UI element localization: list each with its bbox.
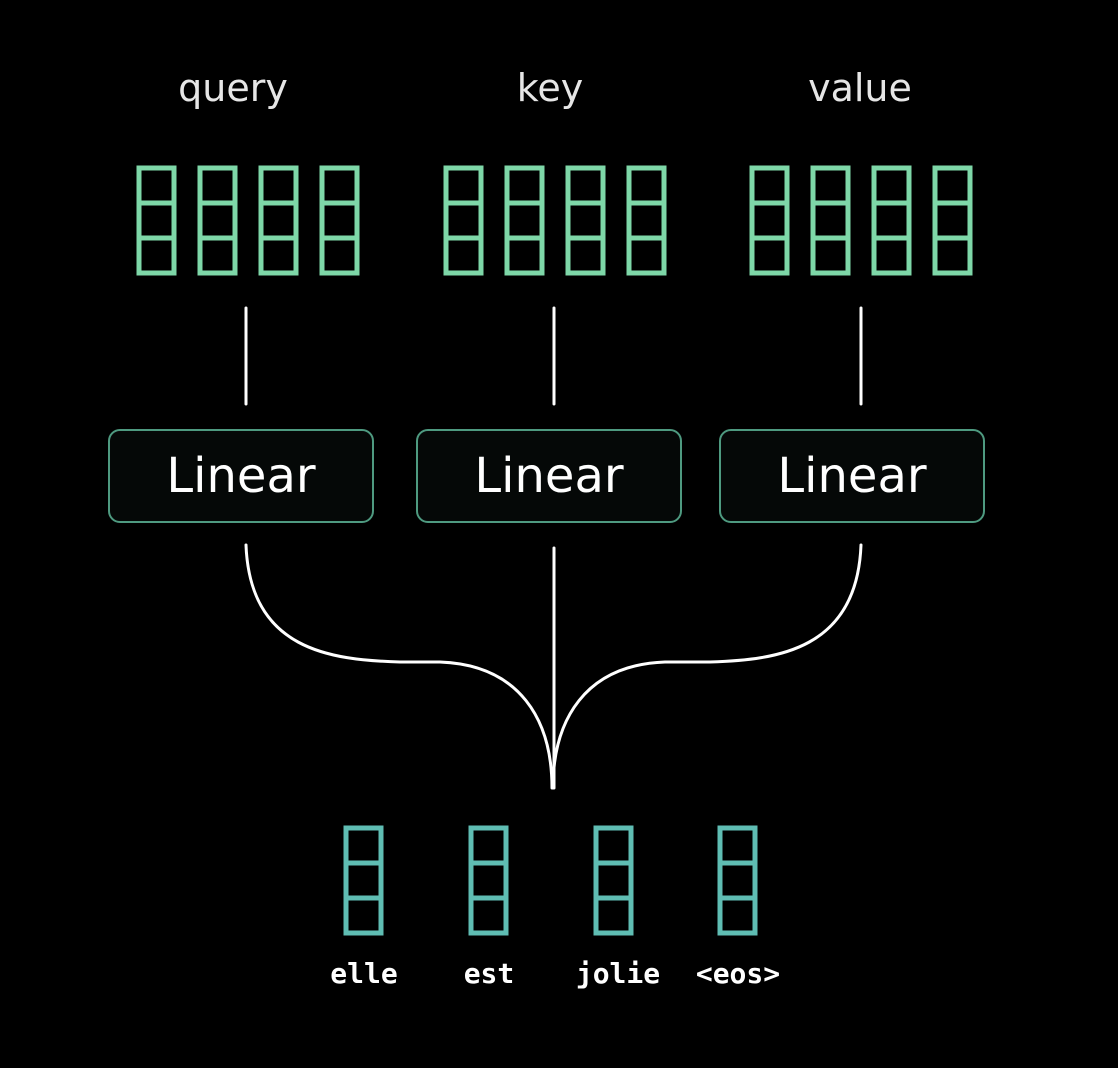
vector-cell: [319, 235, 360, 276]
token-label-eos: <eos>: [695, 957, 781, 990]
vector-cell: [343, 895, 384, 936]
vector-cell: [749, 165, 790, 206]
vector-cell: [626, 165, 667, 206]
vector-cell: [871, 235, 912, 276]
key-label: key: [516, 66, 584, 110]
vector-cell: [626, 200, 667, 241]
vector-cell: [136, 235, 177, 276]
vector-cell: [565, 165, 606, 206]
value-vector-4: [932, 165, 973, 276]
vector-cell: [810, 165, 851, 206]
token-vector-1: [343, 825, 384, 936]
query-vector-4: [319, 165, 360, 276]
vector-cell: [717, 825, 758, 866]
vector-cell: [932, 200, 973, 241]
input-token-vectors: [343, 825, 758, 936]
vector-cell: [626, 235, 667, 276]
query-vector-3: [258, 165, 299, 276]
vector-cell: [468, 825, 509, 866]
vector-cell: [593, 895, 634, 936]
vector-cell: [871, 165, 912, 206]
vector-cell: [136, 165, 177, 206]
vector-cell: [443, 235, 484, 276]
vector-cell: [443, 200, 484, 241]
vector-cell: [468, 895, 509, 936]
value-linear-layer: Linear: [719, 429, 985, 523]
value-vector-2: [810, 165, 851, 276]
token-vector-2: [468, 825, 509, 936]
vector-cell: [504, 200, 545, 241]
value-linear-label: Linear: [777, 448, 927, 504]
vector-cell: [319, 165, 360, 206]
key-vector-4: [626, 165, 667, 276]
value-label: value: [808, 66, 912, 110]
connector-lines: [244, 306, 863, 790]
query-vector-2: [197, 165, 238, 276]
vector-cell: [810, 235, 851, 276]
vector-cell: [197, 165, 238, 206]
query-label: query: [178, 66, 288, 110]
vector-cell: [136, 200, 177, 241]
vector-cell: [565, 235, 606, 276]
vector-cell: [197, 200, 238, 241]
key-vector-3: [565, 165, 606, 276]
vector-cell: [871, 200, 912, 241]
token-vector-4: [717, 825, 758, 936]
value-input-curve: [551, 543, 863, 790]
value-vector-1: [749, 165, 790, 276]
key-vector-2: [504, 165, 545, 276]
vector-cell: [258, 200, 299, 241]
vector-cell: [443, 165, 484, 206]
vector-cell: [593, 825, 634, 866]
key-linear-layer: Linear: [416, 429, 682, 523]
vector-cell: [343, 825, 384, 866]
vector-cell: [593, 860, 634, 901]
key-vector-1: [443, 165, 484, 276]
projection-vectors: [136, 165, 973, 276]
vector-cell: [749, 200, 790, 241]
query-linear-layer: Linear: [108, 429, 374, 523]
token-label-elle: elle: [330, 957, 398, 990]
vector-cell: [504, 235, 545, 276]
vector-cell: [504, 165, 545, 206]
query-vector-1: [136, 165, 177, 276]
vector-cell: [932, 165, 973, 206]
vector-cell: [319, 200, 360, 241]
vector-cell: [717, 895, 758, 936]
vector-cell: [932, 235, 973, 276]
token-label-jolie: jolie: [575, 957, 661, 990]
value-vector-3: [871, 165, 912, 276]
token-label-est: est: [463, 957, 515, 990]
query-input-curve: [244, 543, 554, 790]
key-linear-label: Linear: [474, 448, 624, 504]
vector-cell: [197, 235, 238, 276]
vector-cell: [749, 235, 790, 276]
vector-cell: [565, 200, 606, 241]
vector-cell: [717, 860, 758, 901]
vector-cell: [258, 165, 299, 206]
vector-cell: [343, 860, 384, 901]
vector-cell: [468, 860, 509, 901]
vector-cell: [258, 235, 299, 276]
vector-cell: [810, 200, 851, 241]
query-linear-label: Linear: [166, 448, 316, 504]
token-vector-3: [593, 825, 634, 936]
